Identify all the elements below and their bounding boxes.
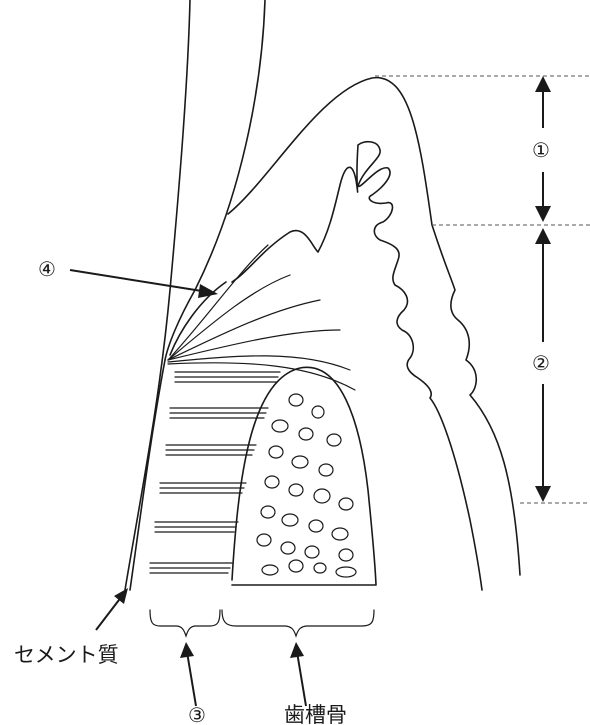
sulcus-line bbox=[170, 282, 226, 355]
gingiva-outer-contour bbox=[228, 78, 520, 575]
pointer-arrow-cementum bbox=[96, 588, 128, 630]
marker-2-label: ② bbox=[532, 351, 550, 375]
tooth-outer-edge bbox=[125, 0, 190, 590]
pdl-bundle-1 bbox=[175, 372, 280, 382]
bone-marrow-spaces bbox=[257, 394, 356, 577]
fiber-3 bbox=[168, 300, 320, 360]
fiber-1 bbox=[168, 245, 268, 360]
reference-lines bbox=[375, 76, 590, 503]
pdl-bundle-3 bbox=[166, 445, 256, 455]
brace-alveolar-bone bbox=[222, 610, 374, 636]
marker-4-label: ④ bbox=[38, 257, 56, 281]
pdl-bundle-5 bbox=[155, 522, 238, 532]
pointer-arrow-alveolar-bone bbox=[290, 642, 306, 706]
pdl-bundle-6 bbox=[150, 563, 232, 573]
alveolar-bone-outline bbox=[232, 367, 376, 585]
pointer-arrow-3 bbox=[180, 642, 196, 706]
tooth-root bbox=[125, 0, 265, 590]
alveolar-bone bbox=[232, 367, 376, 585]
gingival-fibers bbox=[168, 245, 355, 390]
marker-1-label: ① bbox=[532, 138, 550, 162]
pdl-bundle-4 bbox=[160, 483, 246, 493]
cementum-line bbox=[130, 360, 165, 590]
fiber-6 bbox=[168, 363, 355, 390]
periodontal-ligament bbox=[150, 372, 280, 573]
pdl-bundle-2 bbox=[170, 408, 268, 418]
brace-pdl bbox=[150, 610, 220, 636]
pointer-arrow-4 bbox=[70, 270, 218, 298]
alveolar-bone-label: 歯槽骨 bbox=[284, 703, 347, 725]
marker-3-label: ③ bbox=[188, 703, 206, 725]
cementum-label: セメント質 bbox=[14, 643, 119, 667]
